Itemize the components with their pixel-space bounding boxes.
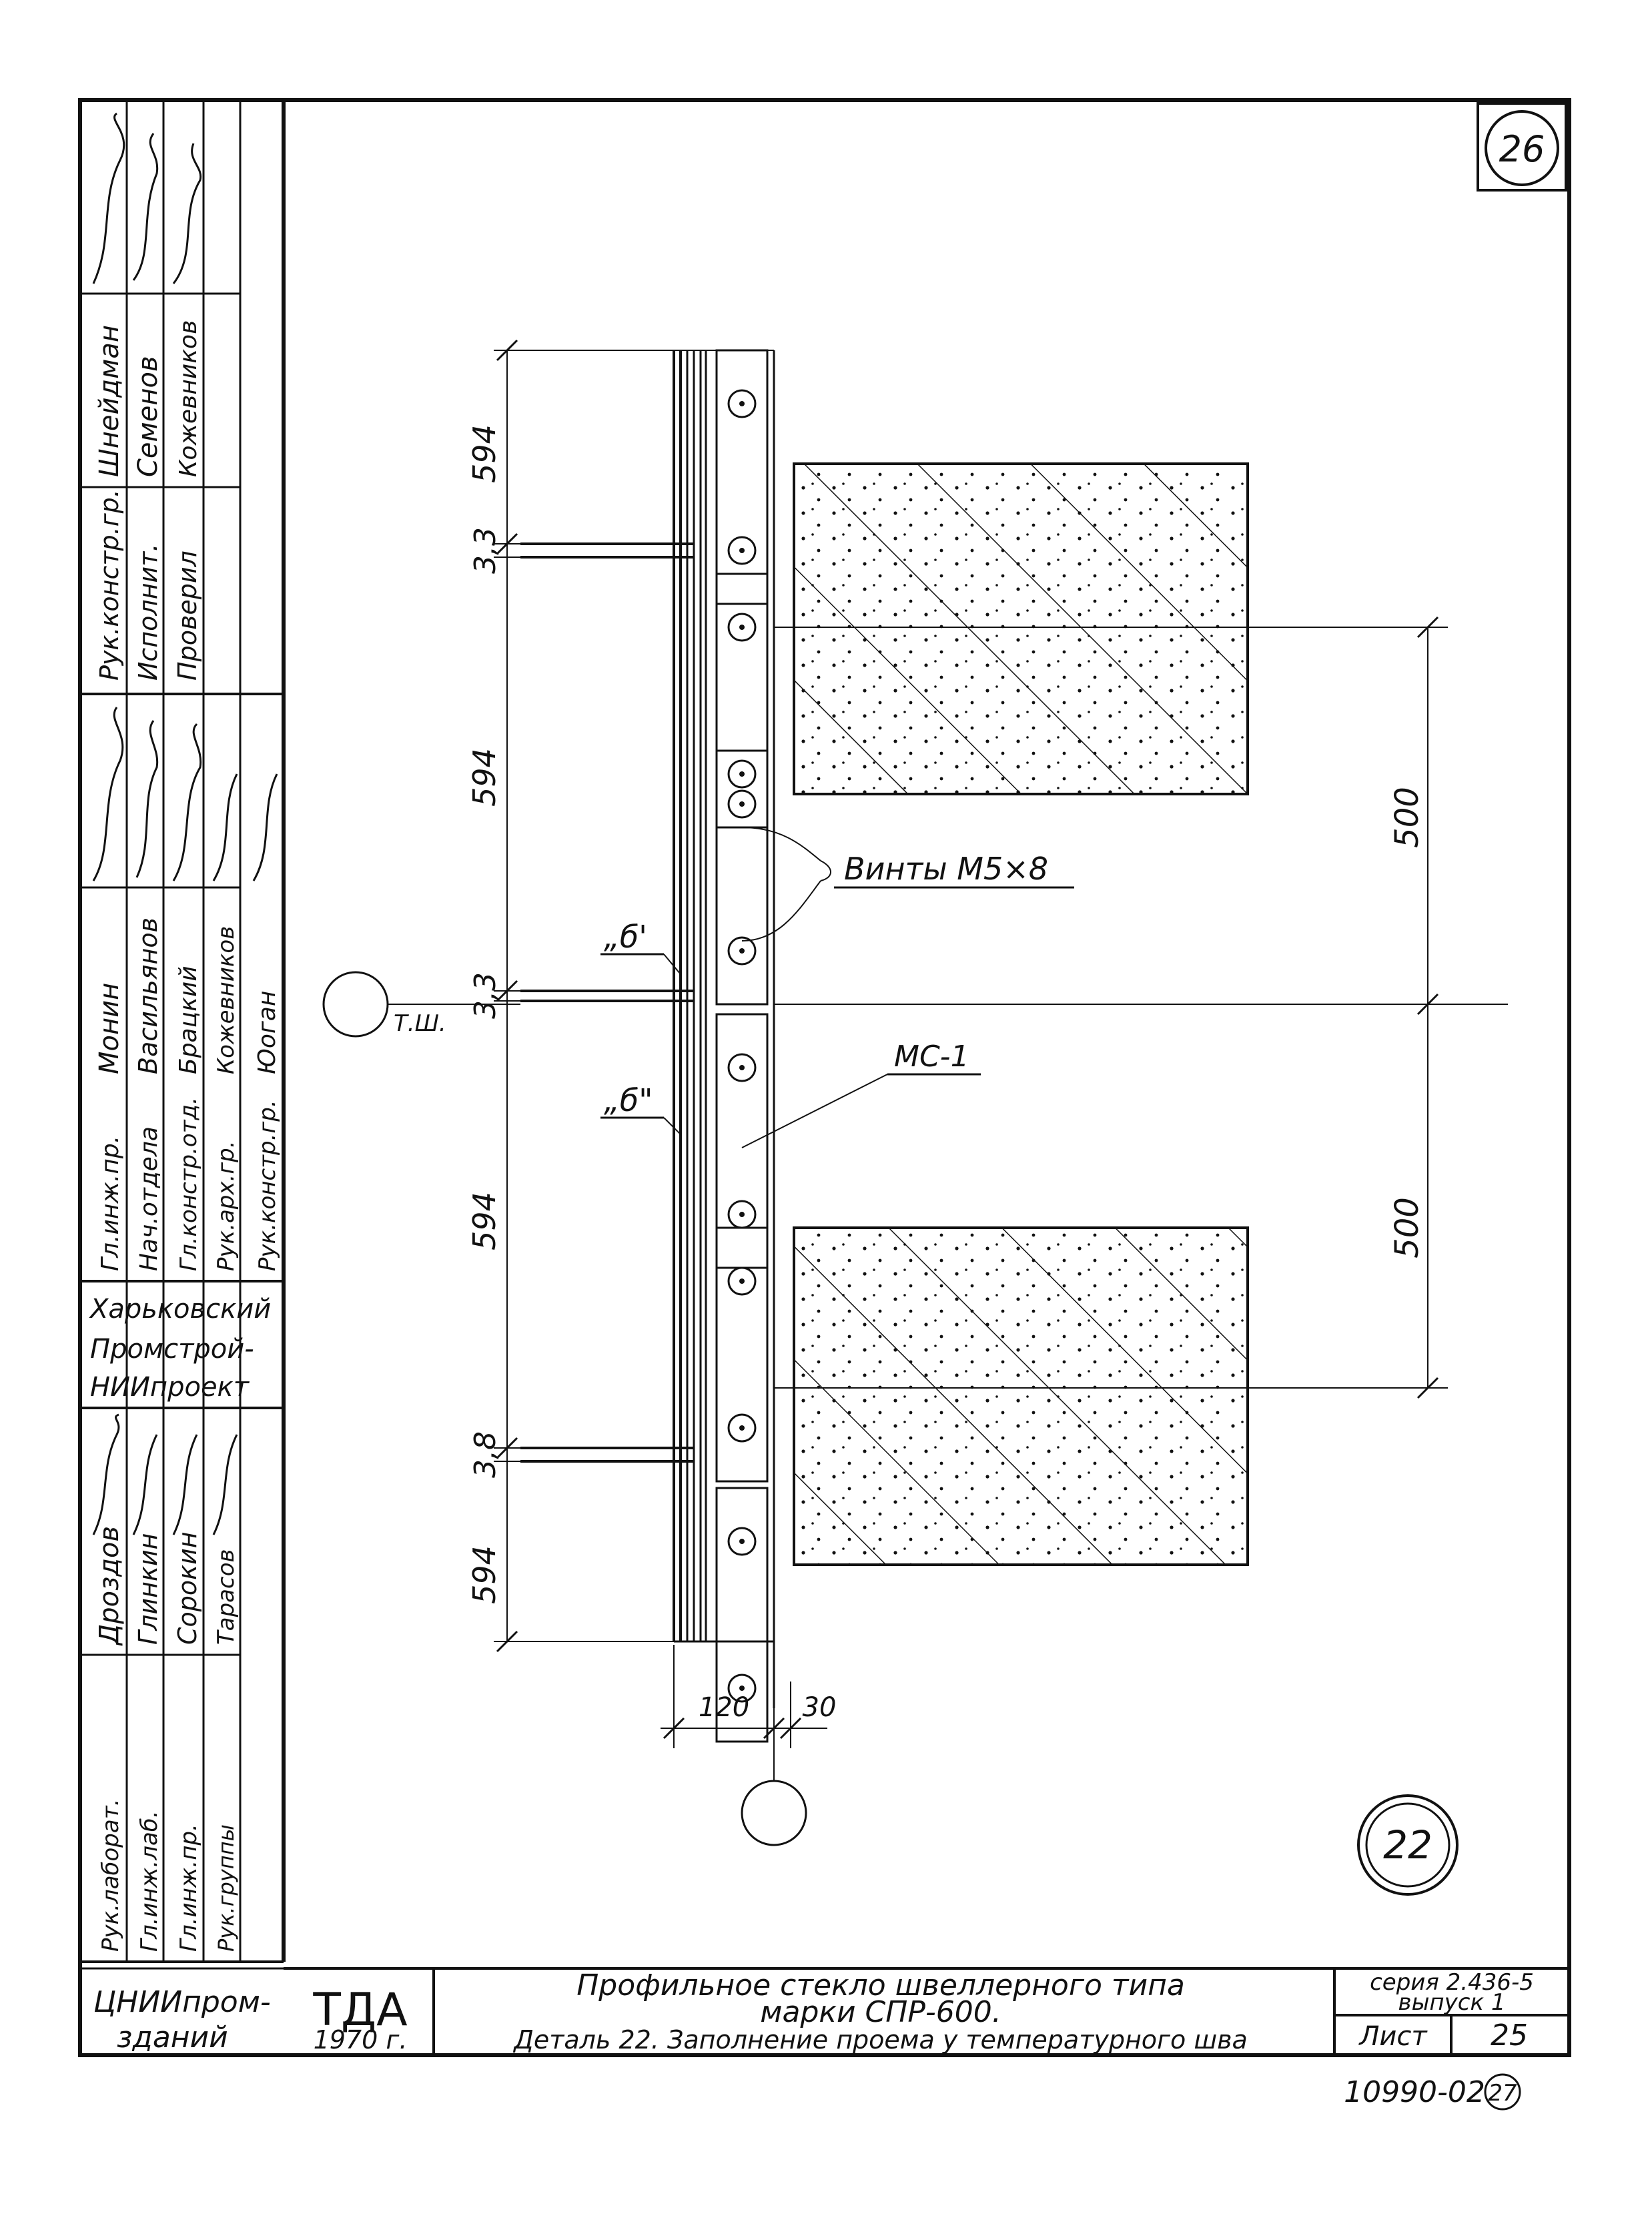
sheet-number-box [1477, 102, 1567, 192]
issue-label: выпуск 1 [1398, 1989, 1506, 2016]
signature-bottom-1 [92, 1413, 120, 1535]
stamp-mid-role-1: Гл.инж.пр. [97, 1136, 124, 1271]
signature-top-1 [92, 112, 125, 284]
signature-bottom-4 [212, 1434, 238, 1535]
title-line-3: Деталь 22. Заполнение проема у температу… [512, 2025, 1248, 2055]
dim-38: 3,8 [468, 1431, 502, 1478]
detail-drawing: 594 3,3 594 3,3 594 3,8 594 [322, 339, 1508, 1846]
dim-30: 30 [803, 1692, 837, 1723]
stamp-bottom-role-2: Гл.инж.лаб. [136, 1810, 163, 1952]
title-line-1: Профильное стекло швеллерного типа [576, 1968, 1185, 2002]
stamp-top-name-3: Кожевников [175, 320, 202, 477]
signature-top-2 [132, 133, 159, 281]
stamp-mid-name-5: Юоган [254, 991, 281, 1074]
sheet-label: Лист [1358, 2021, 1428, 2052]
stamp-org-bottom-line-1: ЦНИИпром- [93, 1985, 271, 2019]
stamp-mid-role-4: Рук.арх.гр. [213, 1140, 240, 1271]
stamp-org-bottom-line-2: зданий [117, 2020, 228, 2055]
screws-callout: Винты М5×8 [844, 851, 1048, 887]
stamp-mid-role-3: Гл.констр.отд. [175, 1097, 202, 1271]
title-block: ТДА 1970 г. Профильное стекло швеллерног… [284, 1967, 1569, 2055]
stamp-bottom-role-3: Гл.инж.пр. [175, 1824, 202, 1952]
title-year: 1970 г. [314, 2025, 408, 2055]
dim-594-bottom: 594 [466, 1545, 502, 1604]
stamp-mid-name-3: Брацкий [175, 966, 202, 1074]
stamp-mid-name-1: Монин [94, 983, 125, 1074]
side-stamp: Рук.констр.гр. Исполнит. Проверил Шнейдм… [80, 100, 286, 2055]
axis-marker-bottom [741, 1780, 807, 1846]
series-label: серия 2.436-5 [1370, 1969, 1534, 1996]
detail-number-outer-circle [1357, 1794, 1459, 1896]
signature-top-3 [172, 143, 202, 284]
bottom-code: 10990-02 [1344, 2075, 1485, 2109]
bottom-code-circle [1484, 2073, 1521, 2111]
sheet-frame [78, 98, 1571, 2057]
dim-594-mid: 594 [466, 748, 502, 807]
sheet-number-top: 26 [1499, 128, 1545, 170]
ms1-leader [741, 1074, 888, 1148]
stamp-top-role-1: Рук.констр.гр. [95, 489, 124, 681]
stamp-mid-name-4: Кожевников [213, 926, 240, 1074]
stamp-bottom-name-4: Тарасов [213, 1549, 240, 1645]
stamp-bottom-name-2: Глинкин [133, 1533, 163, 1645]
dim-120: 120 [699, 1692, 749, 1723]
signature-bottom-2 [132, 1434, 158, 1535]
stamp-bottom-name-1: Дроздов [94, 1526, 125, 1646]
sheet-number-circle [1485, 110, 1559, 186]
dim-594-top: 594 [466, 424, 502, 483]
detail-number: 22 [1383, 1822, 1432, 1868]
sheet-number: 25 [1491, 2018, 1528, 2053]
signature-mid-4 [212, 773, 238, 881]
glass-profile [673, 350, 774, 1643]
org-code: ТДА [312, 1984, 407, 2036]
stamp-top-role-3: Проверил [173, 550, 202, 681]
stamp-top-name-1: Шнейдман [94, 325, 125, 477]
dim-33-mid: 3,3 [468, 972, 502, 1019]
stamp-top-role-2: Исполнит. [133, 544, 163, 681]
b-lower-callout: „б" [604, 1082, 653, 1118]
concrete-block-lower [793, 1226, 1249, 1566]
dim-500-upper: 500 [1388, 787, 1426, 848]
stamp-top-name-2: Семенов [133, 356, 163, 477]
stamp-mid-name-2: Васильянов [133, 917, 163, 1074]
signature-bottom-3 [172, 1434, 198, 1535]
stamp-bottom-name-3: Сорокин [173, 1531, 202, 1645]
axis-marker-left [322, 971, 389, 1038]
concrete-block-upper [793, 462, 1249, 795]
dim-594-low: 594 [466, 1192, 502, 1250]
stamp-org-mid-line-3: НИИпроект [90, 1372, 250, 1403]
signature-mid-2 [135, 720, 159, 878]
dim-33-top: 3,3 [468, 527, 502, 574]
ms1-callout: МС-1 [894, 1040, 969, 1074]
stamp-mid-role-2: Нач.отдела [135, 1126, 163, 1271]
b-upper-callout: „б' [604, 919, 647, 955]
stamp-bottom-role-1: Рук.лаборат. [97, 1799, 124, 1952]
signature-mid-3 [172, 723, 202, 881]
detail-number-inner-circle [1365, 1802, 1451, 1888]
stamp-org-mid-line-1: Харьковский [89, 1294, 271, 1325]
bottom-code-circled: 27 [1488, 2080, 1517, 2107]
stamp-bottom-role-4: Рук.группы [214, 1824, 239, 1952]
stamp-mid-role-5: Рук.констр.гр. [254, 1100, 281, 1271]
stamp-org-mid-line-2: Промстрой- [90, 1334, 254, 1365]
title-line-2: марки СПР-600. [760, 1995, 1001, 2029]
dim-500-lower: 500 [1388, 1197, 1426, 1258]
axis-label: Т.Ш. [394, 1010, 446, 1037]
signature-mid-5 [252, 773, 278, 881]
screws-leader [741, 827, 831, 942]
signature-mid-1 [92, 707, 124, 881]
bracket-profiles [715, 349, 769, 1743]
